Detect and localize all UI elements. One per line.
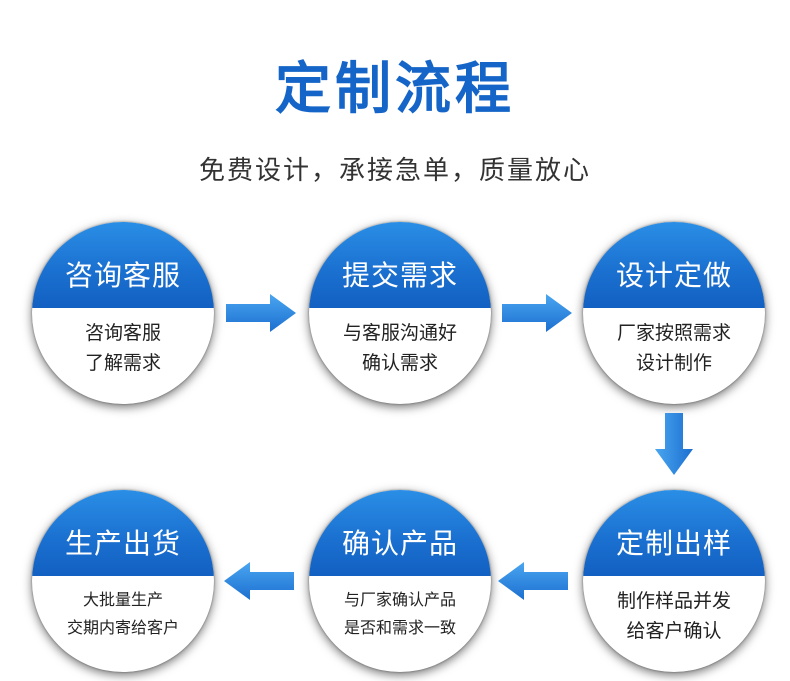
step-body: 大批量生产 交期内寄给客户 — [32, 576, 214, 672]
step-body: 咨询客服 了解需求 — [32, 308, 214, 404]
step-line: 大批量生产 — [82, 590, 163, 609]
arrow-left-icon — [224, 562, 294, 600]
step-body: 与厂家确认产品 是否和需求一致 — [309, 576, 491, 672]
step-title: 生产出货 — [64, 527, 181, 560]
step-line: 制作样品并发 — [616, 590, 731, 612]
step-header: 定制出样 — [583, 490, 765, 576]
step-line: 咨询客服 — [84, 322, 161, 344]
step-design: 设计定做 厂家按照需求 设计制作 — [583, 222, 765, 404]
arrow-right-icon — [502, 294, 572, 332]
step-line: 给客户确认 — [626, 620, 722, 642]
step-title: 定制出样 — [615, 527, 732, 560]
step-line: 是否和需求一致 — [343, 618, 456, 637]
arrow-right-icon — [226, 294, 296, 332]
step-line: 与厂家确认产品 — [343, 590, 456, 609]
step-consult: 咨询客服 咨询客服 了解需求 — [32, 222, 214, 404]
step-body: 与客服沟通好 确认需求 — [309, 308, 491, 404]
step-sample: 定制出样 制作样品并发 给客户确认 — [583, 490, 765, 672]
page-subtitle: 免费设计，承接急单，质量放心 — [198, 156, 591, 186]
step-line: 与客服沟通好 — [342, 322, 457, 344]
step-line: 设计制作 — [635, 352, 712, 374]
arrow-left-icon — [498, 562, 568, 600]
step-line: 确认需求 — [361, 352, 438, 374]
step-header: 提交需求 — [309, 222, 491, 308]
step-line: 了解需求 — [84, 352, 161, 374]
step-line: 交期内寄给客户 — [66, 618, 179, 637]
step-title: 咨询客服 — [64, 259, 181, 292]
step-title: 确认产品 — [341, 527, 458, 560]
step-title: 设计定做 — [615, 259, 732, 292]
page-title: 定制流程 — [275, 57, 515, 122]
step-body: 制作样品并发 给客户确认 — [583, 576, 765, 672]
step-production: 生产出货 大批量生产 交期内寄给客户 — [32, 490, 214, 672]
step-title: 提交需求 — [341, 259, 458, 292]
step-header: 确认产品 — [309, 490, 491, 576]
step-header: 设计定做 — [583, 222, 765, 308]
step-body: 厂家按照需求 设计制作 — [583, 308, 765, 404]
step-header: 生产出货 — [32, 490, 214, 576]
arrow-down-icon — [655, 413, 693, 475]
step-header: 咨询客服 — [32, 222, 214, 308]
step-confirm: 确认产品 与厂家确认产品 是否和需求一致 — [309, 490, 491, 672]
step-line: 厂家按照需求 — [616, 322, 731, 344]
step-submit: 提交需求 与客服沟通好 确认需求 — [309, 222, 491, 404]
